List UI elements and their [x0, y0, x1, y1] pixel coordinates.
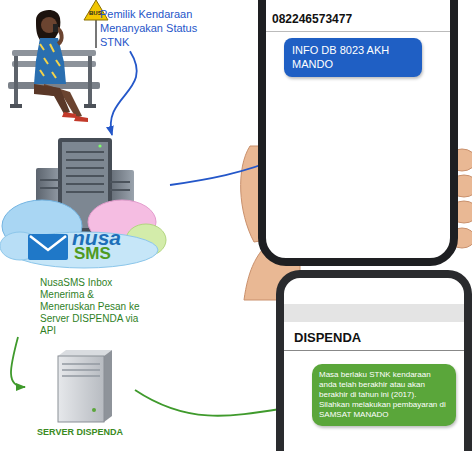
envelope-logo [28, 234, 68, 260]
server-caption: SERVER DISPENDA [25, 427, 135, 438]
sender-header: DISPENDA [284, 324, 464, 351]
label-holder: BUS [89, 10, 102, 16]
logo-word: SMS [74, 245, 134, 263]
dispenda-server [58, 350, 112, 422]
nusasms-gateway: nusaSMSNusaSMS Inbox Menerima & Menerusk… [0, 135, 170, 337]
cloud-group [0, 200, 166, 268]
reply-text: Masa berlaku STNK kendaraan anda telah b… [319, 370, 449, 420]
reply-phone: DISPENDA Masa berlaku STNK kendaraan anda… [276, 270, 472, 451]
actor-caption-box: Pemilik Kendaraan Menanyakan Status STNK [100, 8, 218, 49]
sms-text: INFO DB 8023 AKH MANDO [292, 43, 414, 72]
flow-arrow [11, 337, 25, 387]
sign-text: BUS [89, 10, 102, 16]
sms-gateway-rack [36, 138, 134, 232]
actor-caption: Pemilik Kendaraan Menanyakan Status STNK [100, 8, 218, 49]
sender-phone: 082246573477INFO DB 8023 AKH MANDO [258, 0, 458, 266]
flow-arrow [111, 51, 137, 135]
phone-number: 082246573477 [266, 0, 450, 32]
sms-bubble: INFO DB 8023 AKH MANDO [284, 38, 422, 77]
bench [8, 50, 100, 108]
dispenda-server-box: SERVER DISPENDA [25, 345, 135, 438]
gateway-description: NusaSMS Inbox Menerima & Meneruskan Pesa… [40, 277, 148, 337]
vehicle-owner-figure [34, 10, 88, 122]
reply-bubble: Masa berlaku STNK kendaraan anda telah b… [312, 364, 456, 426]
